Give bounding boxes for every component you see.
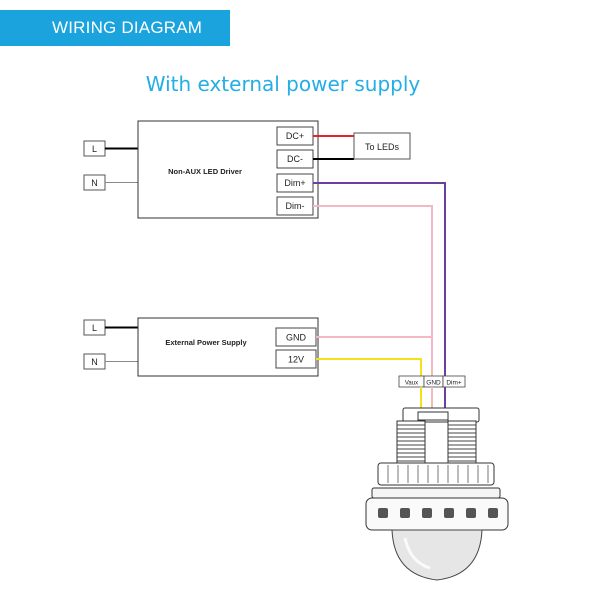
- psu-input-l-label: L: [92, 323, 97, 333]
- sensor-left-thread: [396, 420, 426, 466]
- diagram-subtitle: With external power supply: [145, 72, 421, 96]
- driver-input-n-label: N: [91, 178, 98, 188]
- to-leds-box: [353, 132, 411, 160]
- sensor-flange: [371, 487, 501, 499]
- psu-input-n-label: N: [91, 357, 98, 367]
- sensor-terminal-dim-label: Dim+: [446, 380, 462, 387]
- to-leds-label: To LEDs: [365, 142, 400, 152]
- driver-terminal-dc-plus-label: DC+: [286, 131, 304, 141]
- occupancy-sensor-illustration: [365, 407, 509, 581]
- led-driver-label: Non-AUX LED Driver: [168, 167, 242, 176]
- sensor-terminal-gnd-label: GND: [426, 380, 441, 387]
- header-title: WIRING DIAGRAM: [52, 18, 203, 37]
- driver-terminal-dim-minus-label: Dim-: [286, 201, 305, 211]
- driver-terminal-dc-minus-label: DC-: [287, 154, 303, 164]
- driver-input-l-label: L: [92, 144, 97, 154]
- sensor-dome-lens: [391, 529, 483, 581]
- dim-minus-wire: [313, 205, 433, 376]
- sensor-collar: [377, 462, 495, 486]
- sensor-right-thread: [447, 420, 477, 466]
- sensor-terminal-slot: [417, 411, 449, 421]
- sensor-terminal-vaux-label: Vaux: [405, 381, 418, 387]
- psu-terminal-gnd-label: GND: [286, 333, 307, 343]
- driver-terminal-dim-plus-label: Dim+: [284, 178, 305, 188]
- power-supply-label: External Power Supply: [165, 338, 247, 347]
- header-banner: [0, 10, 230, 46]
- psu-terminal-12v-label: 12V: [288, 355, 304, 365]
- psu-12v-wire: [316, 358, 422, 376]
- dim-plus-wire: [313, 182, 446, 376]
- sensor-terminal-dim: [442, 375, 466, 388]
